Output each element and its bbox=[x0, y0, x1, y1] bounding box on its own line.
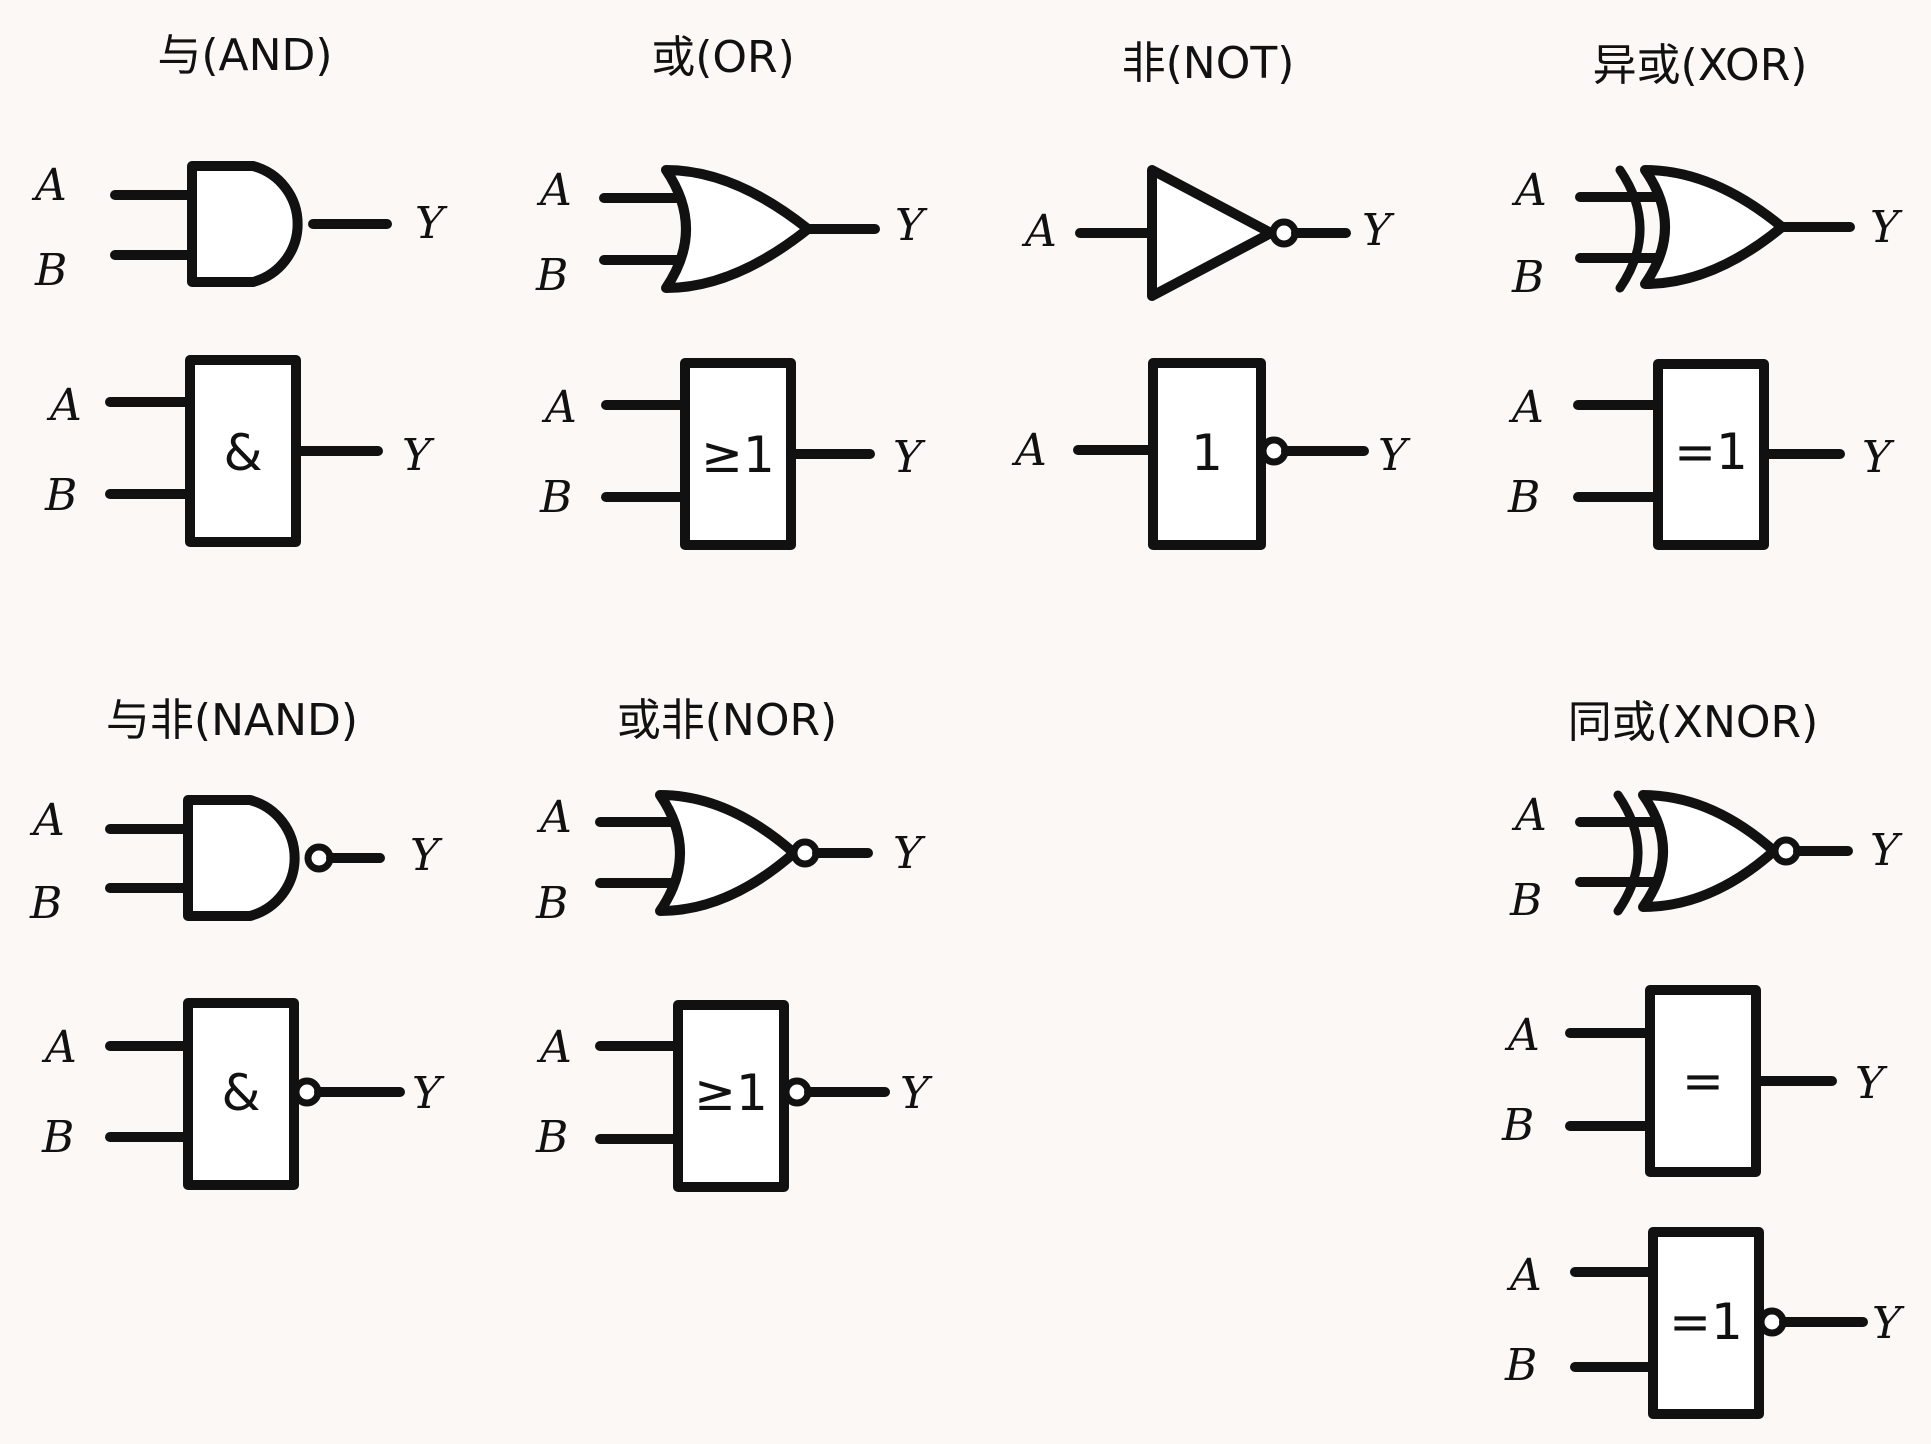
or-symbol: ≥1 bbox=[701, 426, 775, 484]
and-gate-distinctive: A B Y bbox=[31, 160, 448, 296]
or-gate-rectangular: ≥1 A B Y bbox=[539, 358, 926, 550]
xor-symbol: =1 bbox=[1674, 423, 1748, 481]
title-nand: 与非(NAND) bbox=[106, 695, 358, 746]
nor-symbol: ≥1 bbox=[694, 1064, 768, 1122]
title-xor: 异或(XOR) bbox=[1593, 40, 1808, 91]
output-y-label: Y bbox=[1362, 205, 1395, 256]
input-b-label: B bbox=[44, 470, 77, 521]
input-b-label: B bbox=[535, 250, 568, 301]
output-y-label: Y bbox=[402, 430, 435, 481]
title-and: 与(AND) bbox=[157, 30, 332, 81]
not-gate-rectangular: 1 A Y bbox=[1011, 358, 1411, 550]
output-y-label: Y bbox=[1378, 430, 1411, 481]
title-nor: 或非(NOR) bbox=[617, 695, 837, 746]
input-a-label: A bbox=[31, 160, 67, 211]
not-gate-distinctive: A Y bbox=[1021, 165, 1395, 301]
input-b-label: B bbox=[1507, 472, 1540, 523]
nand-gate-rectangular: & A B Y bbox=[41, 998, 445, 1190]
input-b-label: B bbox=[1511, 252, 1544, 303]
output-y-label: Y bbox=[412, 1068, 445, 1119]
output-y-label: Y bbox=[895, 200, 928, 251]
input-a-label: A bbox=[46, 380, 82, 431]
not-symbol: 1 bbox=[1191, 424, 1223, 482]
title-xnor: 同或(XNOR) bbox=[1568, 697, 1819, 748]
xnor-gate-rectangular-negated: =1 A B Y bbox=[1504, 1227, 1905, 1419]
output-y-label: Y bbox=[1862, 432, 1895, 483]
title-not: 非(NOT) bbox=[1122, 38, 1295, 89]
input-a-label: A bbox=[1504, 1010, 1540, 1061]
input-a-label: A bbox=[29, 795, 65, 846]
output-y-label: Y bbox=[410, 830, 443, 881]
output-y-label: Y bbox=[1870, 202, 1903, 253]
input-a-label: A bbox=[1506, 1250, 1542, 1301]
xnor-symbol: =1 bbox=[1669, 1293, 1743, 1351]
output-y-label: Y bbox=[1870, 825, 1903, 876]
nor-gate-rectangular: ≥1 A B Y bbox=[535, 1000, 933, 1192]
and-gate-rectangular: & A B Y bbox=[44, 355, 435, 547]
input-a-label: A bbox=[536, 792, 572, 843]
input-b-label: B bbox=[29, 878, 62, 929]
nand-symbol: & bbox=[222, 1064, 261, 1122]
input-b-label: B bbox=[1501, 1100, 1534, 1151]
input-a-label: A bbox=[536, 1022, 572, 1073]
xor-gate-distinctive: A B Y bbox=[1511, 165, 1903, 303]
input-b-label: B bbox=[539, 472, 572, 523]
input-a-label: A bbox=[1508, 382, 1544, 433]
output-y-label: Y bbox=[415, 198, 448, 249]
output-y-label: Y bbox=[900, 1068, 933, 1119]
input-a-label: A bbox=[1021, 206, 1057, 257]
nand-gate-distinctive: A B Y bbox=[29, 795, 443, 929]
output-y-label: Y bbox=[1872, 1298, 1905, 1349]
input-b-label: B bbox=[41, 1112, 74, 1163]
xnor-gate-rectangular-equal: = A B Y bbox=[1501, 985, 1888, 1177]
input-a-label: A bbox=[41, 1022, 77, 1073]
output-y-label: Y bbox=[893, 828, 926, 879]
input-b-label: B bbox=[1504, 1340, 1537, 1391]
input-a-label: A bbox=[1511, 790, 1547, 841]
input-a-label: A bbox=[1511, 165, 1547, 216]
and-symbol: & bbox=[224, 424, 263, 482]
input-b-label: B bbox=[34, 245, 67, 296]
input-a-label: A bbox=[541, 382, 577, 433]
xnor-gate-distinctive: A B Y bbox=[1509, 790, 1903, 926]
nor-gate-distinctive: A B Y bbox=[535, 790, 926, 929]
input-b-label: B bbox=[535, 1112, 568, 1163]
output-y-label: Y bbox=[1855, 1058, 1888, 1109]
input-a-label: A bbox=[536, 165, 572, 216]
title-or: 或(OR) bbox=[651, 32, 795, 83]
output-y-label: Y bbox=[893, 432, 926, 483]
input-b-label: B bbox=[1509, 875, 1542, 926]
xor-gate-rectangular: =1 A B Y bbox=[1507, 359, 1895, 550]
input-a-label: A bbox=[1011, 425, 1047, 476]
input-b-label: B bbox=[535, 878, 568, 929]
xnor-equal-symbol: = bbox=[1682, 1052, 1724, 1110]
or-gate-distinctive: A B Y bbox=[535, 165, 928, 301]
